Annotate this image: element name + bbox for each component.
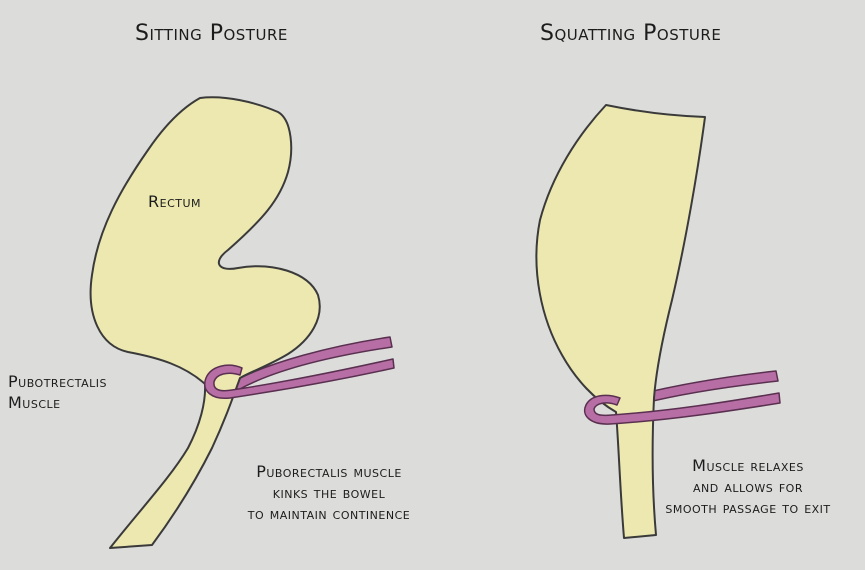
sitting-diagram — [89, 96, 395, 549]
squatting-diagram — [535, 104, 781, 539]
squatting-caption: Muscle relaxes and allows for smooth pas… — [636, 456, 860, 518]
squatting-muscle-loop — [584, 392, 781, 425]
sitting-muscle-loop — [204, 358, 395, 399]
sitting-caption-line3: to maintain continence — [247, 503, 411, 523]
muscle-label: Pubotrectalis Muscle — [8, 372, 107, 414]
squatting-rectum-shape — [535, 104, 706, 539]
muscle-label-line1: Pubotrectalis — [8, 372, 107, 391]
sitting-caption-line1: Puborectalis muscle — [256, 462, 402, 481]
squatting-caption-line3: smooth passage to exit — [665, 497, 831, 517]
sitting-posture-title: Sitting Posture — [135, 21, 288, 46]
sitting-caption: Puborectalis muscle kinks the bowel to m… — [218, 462, 440, 524]
squatting-posture-title: Squatting Posture — [540, 21, 722, 46]
squatting-muscle-back-strand — [631, 370, 779, 405]
squatting-caption-line1: Muscle relaxes — [692, 456, 804, 475]
sitting-muscle-back-strand — [231, 336, 393, 391]
muscle-label-line2: Muscle — [8, 392, 61, 412]
sitting-rectum-shape — [89, 96, 321, 549]
rectum-label: Rectum — [148, 192, 202, 211]
sitting-caption-line2: kinks the bowel — [272, 482, 386, 502]
squatting-caption-line2: and allows for — [693, 476, 803, 496]
